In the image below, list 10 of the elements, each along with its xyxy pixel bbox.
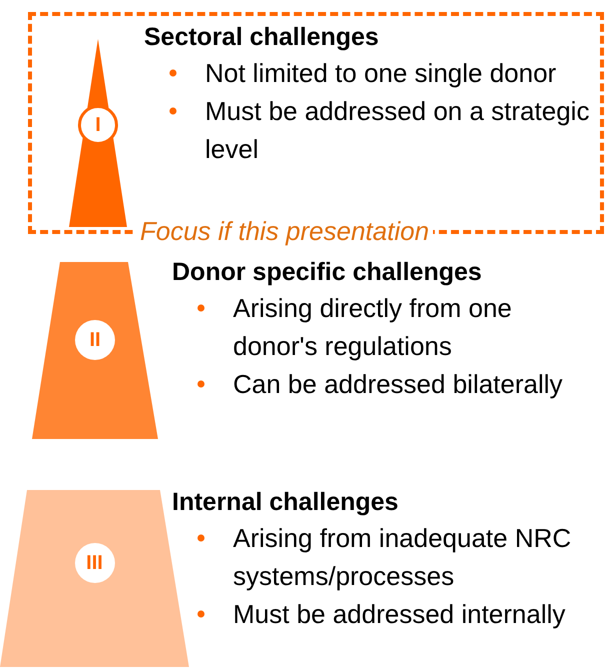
section-heading: Sectoral challenges [144,22,380,53]
bullet-text: Must be addressed internally [233,598,566,631]
bullet-text: Can be addressed bilaterally [233,368,564,401]
numeral-badge: I [78,105,118,145]
section-heading: Donor specific challenges [172,257,483,288]
bullet-text: Not limited to one single donor [205,57,558,90]
bullet-text: Must be addressed on a strategic level [205,95,590,166]
section-heading: Internal challenges [172,487,400,518]
bullet-text: Arising directly from one donor's regulations [233,292,513,363]
bullet-text: Arising from inadequate NRC systems/processes [233,522,572,593]
